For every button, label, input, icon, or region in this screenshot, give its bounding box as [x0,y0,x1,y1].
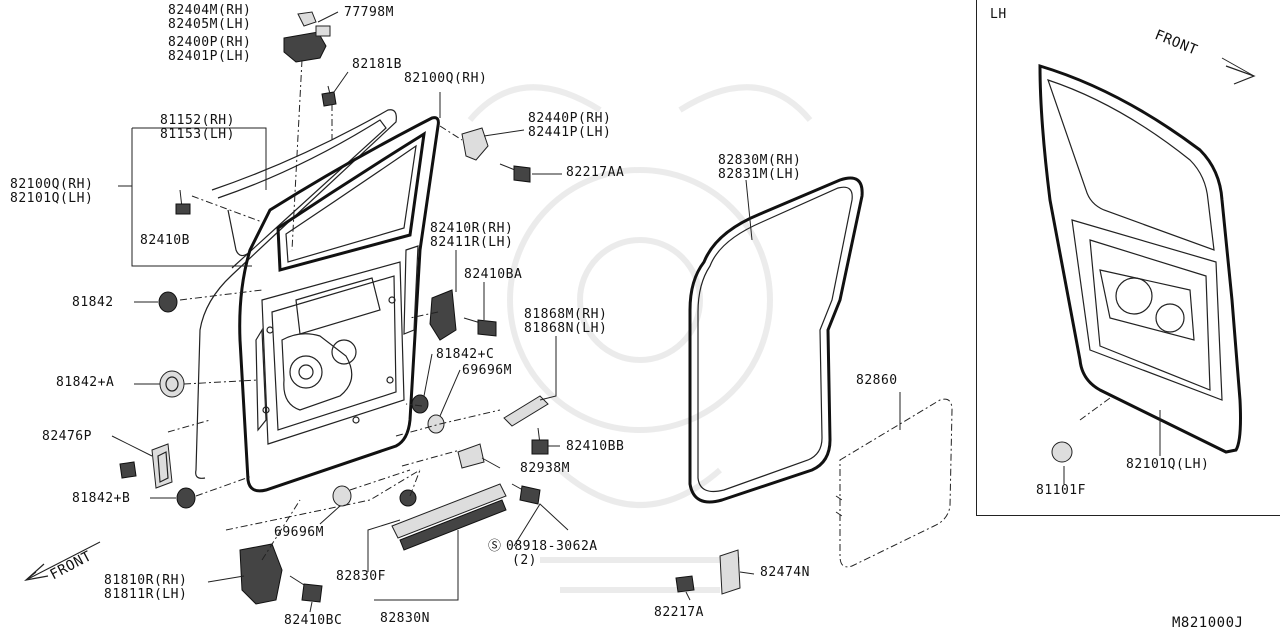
label-82860: 82860 [856,373,898,388]
label-82410r: 82410R(RH) [430,221,514,236]
plug-69696m-a [427,414,445,434]
label-81101f: 81101F [1036,483,1086,498]
plug-69696m-b [332,485,352,507]
watermark-emblem [467,84,813,593]
label-81868m: 81868M(RH) [524,307,608,322]
label-81842: 81842 [72,295,114,310]
weatherstrip-82830m [688,176,864,504]
circle-s-icon: Ⓢ [488,539,502,554]
label-82217aa: 82217AA [566,165,625,180]
label-82441p: 82441P(LH) [528,125,612,140]
label-81842c: 81842+C [436,347,495,362]
label-82404m: 82404M(RH) [168,3,252,18]
leader-lines [111,11,901,613]
label-81842a: 81842+A [56,375,115,390]
bolt-82476p [119,461,137,479]
handle-82476p [151,443,173,489]
label-69696m-a: 69696M [462,363,512,378]
bracket-82440p [461,127,489,161]
bolt-82217aa [499,163,531,183]
bracket-82938m [457,443,485,469]
inset-lh-door [1038,63,1242,484]
label-82410bc: 82410BC [284,613,343,628]
bolt-82410ba [463,317,497,337]
assembly-lines [167,59,501,561]
trim-board-82860 [835,398,953,568]
bolt-82410bc [289,575,323,603]
upper-roller-82400p [283,11,331,63]
bumper-81842b [176,487,196,509]
label-82101q-inset: 82101Q(LH) [1126,457,1210,472]
label-81868n: 81868N(LH) [524,321,608,336]
label-82830f: 82830F [336,569,386,584]
label-81152: 81152(RH) [160,113,235,128]
label-82411r: 82411R(LH) [430,235,514,250]
label-82405m: 82405M(LH) [168,17,252,32]
bolt-82181b [321,85,337,107]
label-82100q: 82100Q(RH) [10,177,94,192]
striker-82474n [719,549,741,595]
label-82440p: 82440P(RH) [528,111,612,126]
label-82831m: 82831M(LH) [718,167,802,182]
front-arrow-icon [24,541,101,581]
label-69696m-b: 69696M [274,525,324,540]
diagram-code: M821000J [1172,615,1244,631]
lock-82410r [429,289,457,341]
inset-frame [976,0,1280,516]
label-82474n: 82474N [760,565,810,580]
label-82400p: 82400P(RH) [168,35,252,50]
bolt-82410b [175,189,191,215]
label-81153: 81153(LH) [160,127,235,142]
grommet-81842a [159,370,185,398]
label-82401p: 82401P(LH) [168,49,252,64]
grommet-81842 [158,291,178,313]
label-82410b: 82410B [140,233,190,248]
label-82410bb: 82410BB [566,439,625,454]
bumper-81842c [411,394,429,414]
inset-title: LH [990,7,1007,22]
label-81810r: 81810R(RH) [104,573,188,588]
label-82410ba: 82410BA [464,267,523,282]
striker-81868m [503,395,549,427]
molding-82830n [391,483,507,551]
bolt-08918 [511,483,541,505]
label-81842b: 81842+B [72,491,131,506]
label-82181b: 82181B [352,57,402,72]
label-82101q: 82101Q(LH) [10,191,94,206]
label-82476p: 82476P [42,429,92,444]
label-82938m: 82938M [520,461,570,476]
lower-roller-81810r [239,543,283,605]
door-shell [195,109,440,493]
bolt-82410bb [531,427,549,455]
front-arrow-inset-icon [1221,57,1256,85]
label-08918-qty: (2) [512,553,537,568]
label-82217a: 82217A [654,605,704,620]
clip-82830f [399,489,417,507]
label-81811r: 81811R(LH) [104,587,188,602]
label-82830m: 82830M(RH) [718,153,802,168]
label-08918: 08918-3062A [506,539,598,554]
bolt-82217a [675,575,695,593]
label-82100q-top: 82100Q(RH) [404,71,488,86]
label-77798m: 77798M [344,5,394,20]
label-82830n: 82830N [380,611,430,626]
